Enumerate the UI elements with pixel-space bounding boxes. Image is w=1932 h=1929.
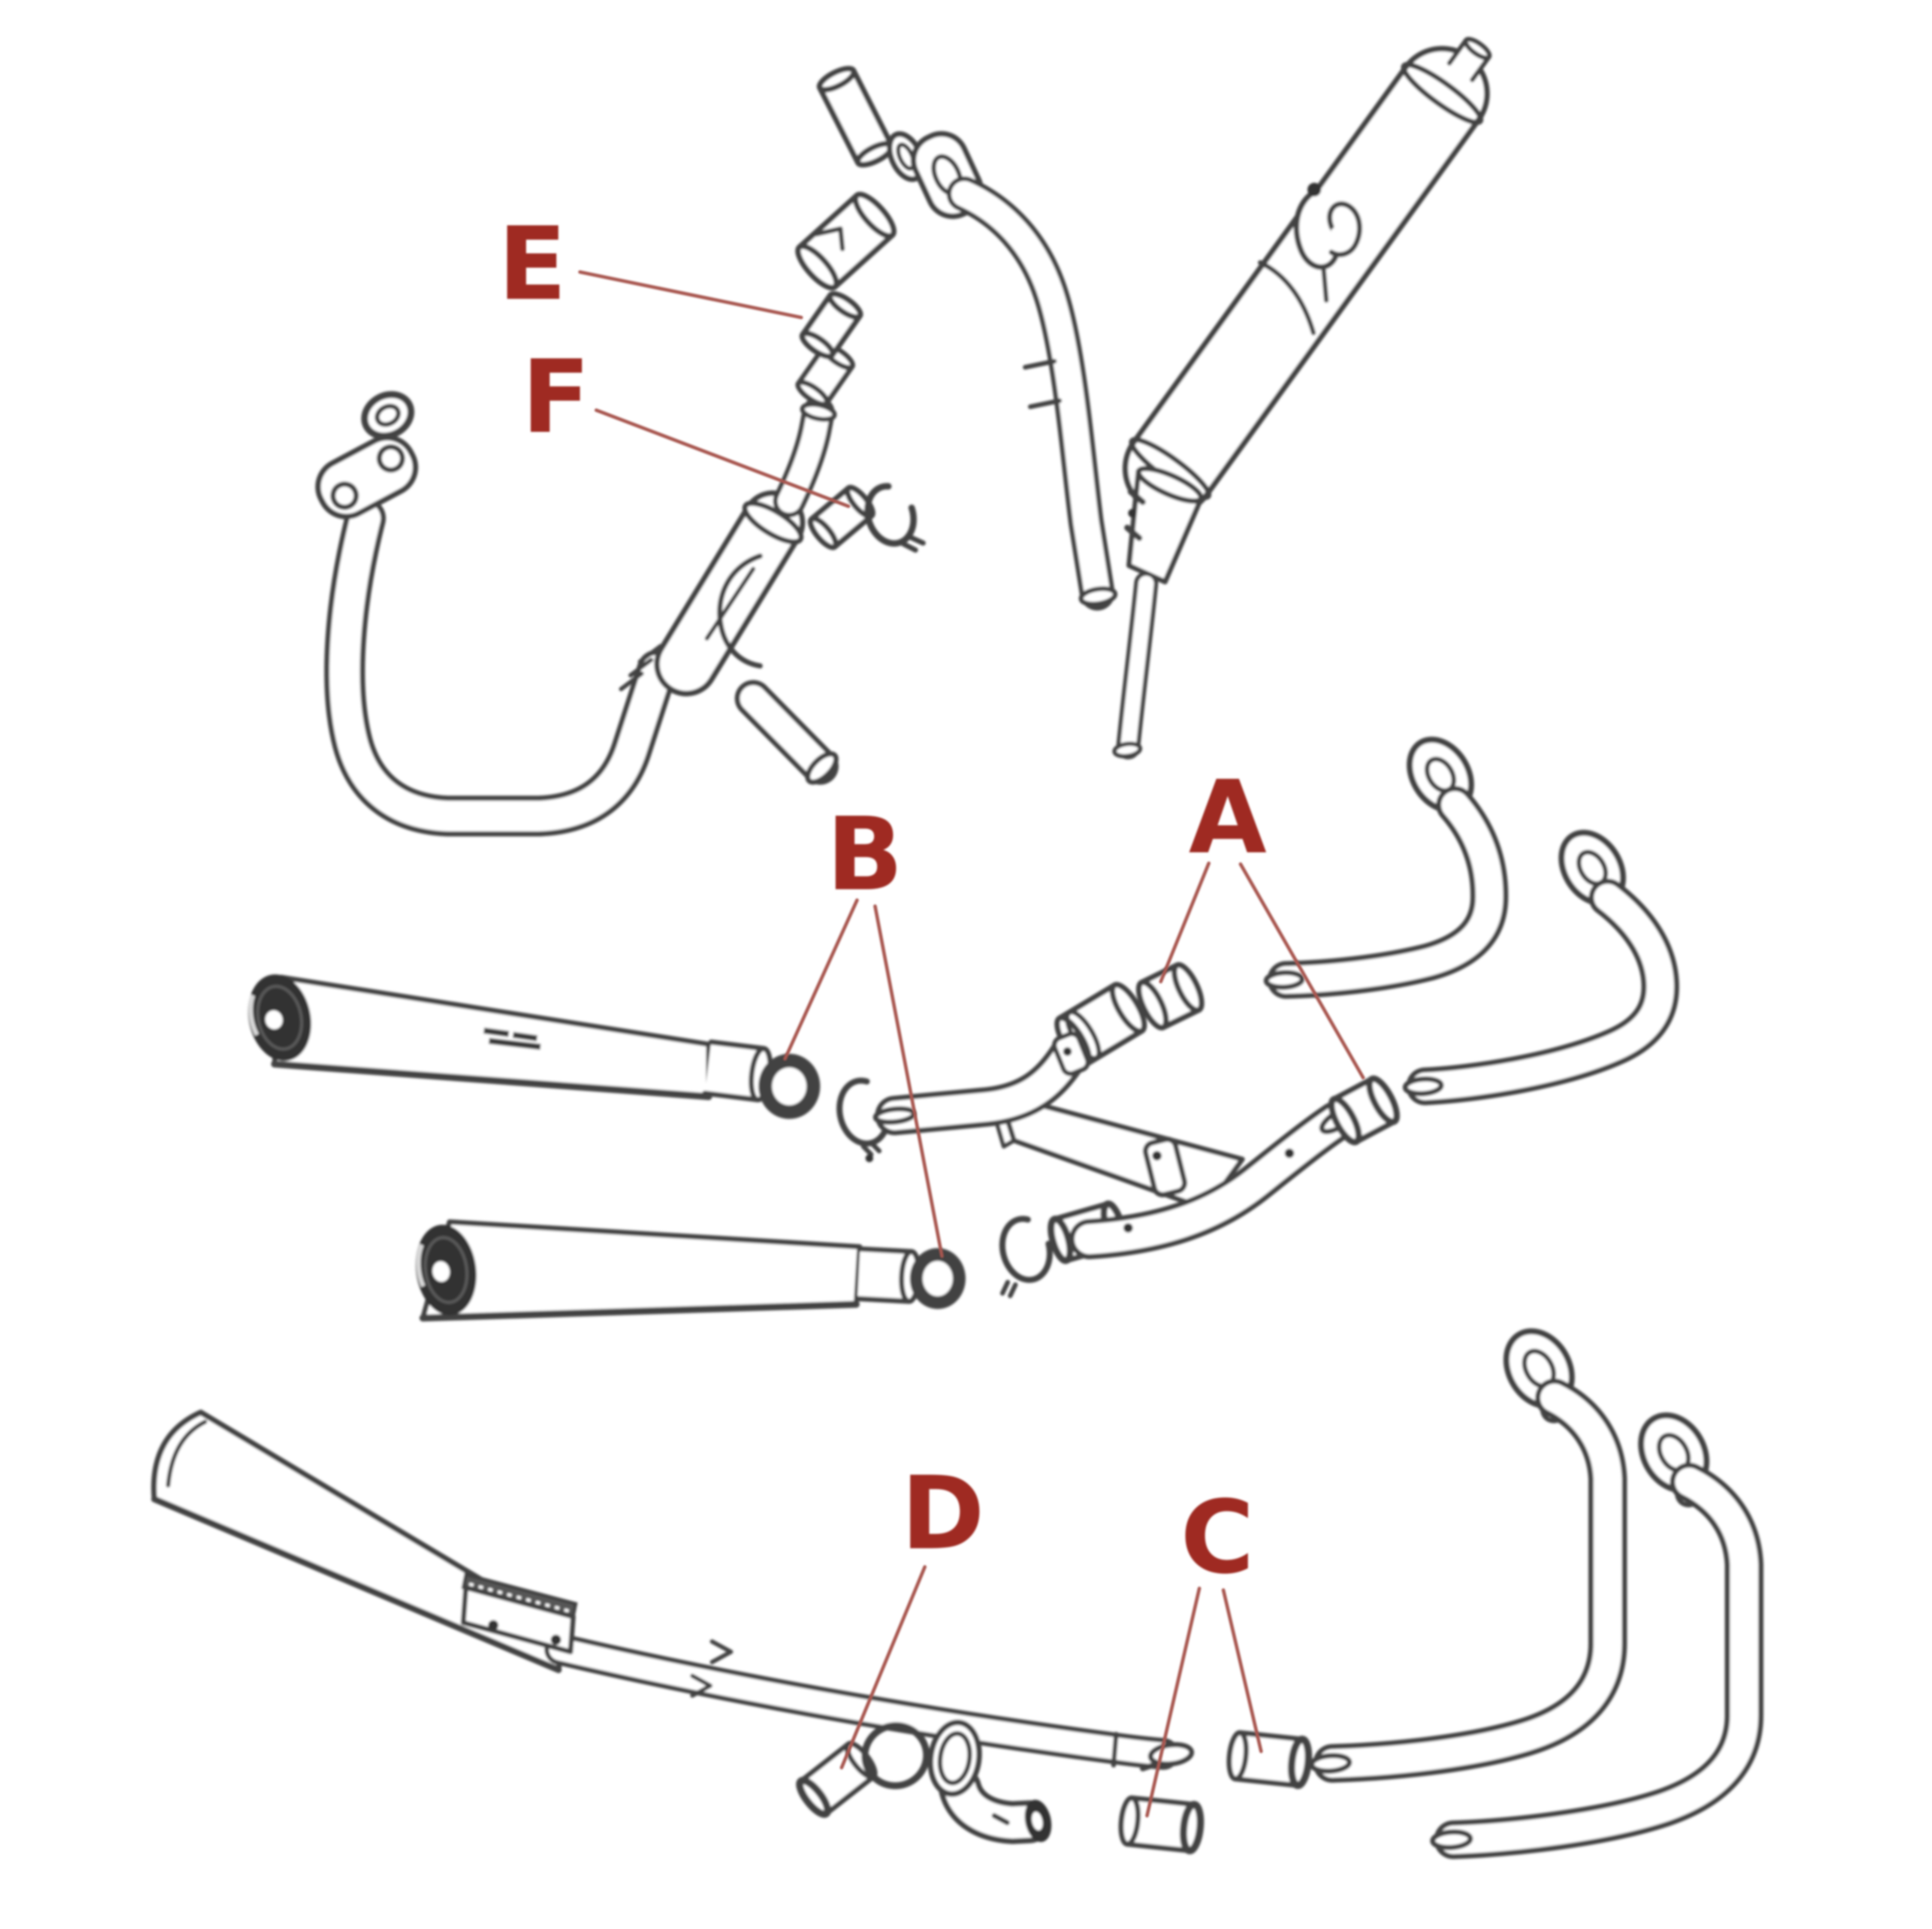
callout-letter-D: D xyxy=(901,1455,984,1572)
header-stub-pipe xyxy=(817,66,895,168)
front-header-assembly xyxy=(315,66,1118,837)
leader-line-C xyxy=(1145,1587,1201,1817)
split-collar xyxy=(795,191,897,291)
leader-line-A xyxy=(1159,862,1211,983)
callout-letter-A: A xyxy=(1189,759,1267,877)
callout-letter-C: C xyxy=(1180,1479,1254,1596)
middle-exhaust-set xyxy=(248,737,1679,1321)
sleeve-E-target xyxy=(799,291,863,360)
silencer-tailpipe xyxy=(544,1633,1194,1772)
header-pipe-bottom-left xyxy=(1309,1328,1627,1783)
exhaust-flange-left xyxy=(315,435,418,520)
callout-letter-E: E xyxy=(498,206,567,323)
silencer-mount-bracket xyxy=(461,1572,578,1654)
joint-sleeve-mid xyxy=(795,343,855,407)
rear-silencer xyxy=(1112,37,1492,759)
callout-letter-B: B xyxy=(826,796,903,913)
pipe-clamp-front xyxy=(864,483,926,553)
leader-line-A xyxy=(1239,862,1365,1079)
bracket-tab-with-hole xyxy=(1143,1137,1187,1197)
long-silencer xyxy=(151,1409,565,1673)
header-pipe-mid-right xyxy=(1403,830,1679,1105)
leader-line-F xyxy=(595,408,850,508)
leader-line-B xyxy=(783,898,859,1061)
silencer-inlet-neck xyxy=(1124,466,1204,584)
megaphone-muffler-upper xyxy=(248,974,773,1103)
muffler-logo-mark xyxy=(483,1028,541,1050)
silencer-inlet-pipe xyxy=(1112,571,1158,759)
callout-annotations: EF A B D C xyxy=(498,206,1365,1817)
collector-j-bend xyxy=(927,1719,1052,1844)
sleeve-A-target-lower xyxy=(1328,1075,1400,1146)
callout-letter-F: F xyxy=(522,339,591,456)
megaphone-muffler-lower xyxy=(416,1219,922,1321)
front-downpipe-loop xyxy=(324,498,678,837)
gasket-ring-B-lower xyxy=(910,1248,966,1309)
front-pipe-right-branch xyxy=(947,176,1118,611)
pipe-tab-with-hole xyxy=(1052,1031,1090,1076)
bottom-exhaust-system xyxy=(151,1328,1763,1859)
exhaust-port-gasket xyxy=(361,391,414,440)
leader-line-D xyxy=(840,1565,927,1769)
sleeve-C-target-lower xyxy=(1118,1795,1204,1854)
sleeve-A-target-upper xyxy=(1136,962,1204,1031)
loose-gasket-ring xyxy=(861,1722,930,1790)
header-pipe-bottom-right xyxy=(1430,1412,1763,1859)
leader-line-E xyxy=(578,270,803,319)
silencer-hanger-bracket xyxy=(1293,183,1362,303)
line-drawing xyxy=(151,37,1763,1859)
sleeve-F-target xyxy=(808,484,875,550)
leader-line-C xyxy=(1222,1588,1263,1753)
joint-elbow-pipe xyxy=(773,396,837,517)
leader-line-B xyxy=(873,904,944,1258)
header-pipe-mid-left xyxy=(1264,737,1509,999)
sleeve-C-target-upper xyxy=(1226,1730,1312,1789)
muffler-clamp-lower xyxy=(999,1215,1053,1298)
silencer-outlet-tip xyxy=(1447,37,1492,82)
gasket-ring-B-upper xyxy=(758,1054,820,1119)
